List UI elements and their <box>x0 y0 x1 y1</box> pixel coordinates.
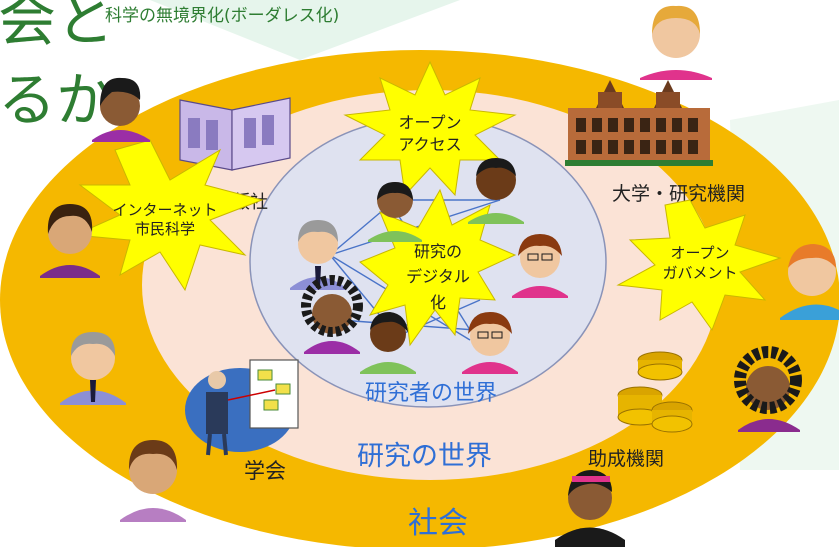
title-fragment-2: るか <box>0 66 114 134</box>
burst-open-government: オープン ガバメント <box>616 199 782 332</box>
university-label: 大学・研究機関 <box>612 183 745 205</box>
researchers-world-label: 研究者の世界 <box>365 381 497 406</box>
burst-open-access-line2: アクセス <box>398 135 461 154</box>
burst-digital-line1: 研究の <box>414 242 462 261</box>
burst-digital-research: 研究の デジタル 化 <box>359 188 517 347</box>
background-wedge <box>150 0 460 60</box>
burst-open-access: オープン アクセス <box>343 60 517 197</box>
university-building-icon <box>565 80 713 166</box>
burst-internet-line1: インターネット <box>112 201 217 219</box>
researcher-avatar <box>512 234 568 298</box>
person-avatar <box>640 5 712 80</box>
researcher-avatar <box>360 312 416 374</box>
person-avatar <box>555 470 625 547</box>
presenter-icon <box>185 359 299 456</box>
coins-icon <box>617 351 693 433</box>
burst-open-access-line1: オープン <box>398 113 461 132</box>
researcher-avatar <box>462 312 518 374</box>
title-fragment-1: 会と <box>0 0 114 54</box>
research-world-label: 研究の世界 <box>357 441 492 472</box>
person-avatar <box>60 332 126 405</box>
burst-internet-citizen-science: インターネット 市民科学 <box>73 139 264 292</box>
society-label: 社会 <box>408 506 468 541</box>
person-avatar <box>780 244 839 320</box>
person-avatar <box>40 204 100 278</box>
burst-digital-line3: 化 <box>430 293 446 312</box>
researcher-avatar <box>301 275 363 354</box>
researcher-avatar <box>368 182 422 242</box>
subtitle: 科学の無境界化(ボーダレス化) <box>105 6 339 26</box>
person-avatar <box>92 77 150 142</box>
book-icon <box>179 97 291 171</box>
person-avatar <box>120 440 186 522</box>
burst-open-gov-line2: ガバメント <box>662 264 737 282</box>
burst-internet-line2: 市民科学 <box>135 220 195 238</box>
funding-agency-label: 助成機関 <box>588 448 664 470</box>
burst-digital-line2: デジタル <box>406 267 470 286</box>
burst-open-gov-line1: オープン <box>670 244 729 262</box>
person-avatar <box>734 346 802 432</box>
researcher-avatar <box>468 158 524 224</box>
academic-society-label: 学会 <box>244 459 286 483</box>
